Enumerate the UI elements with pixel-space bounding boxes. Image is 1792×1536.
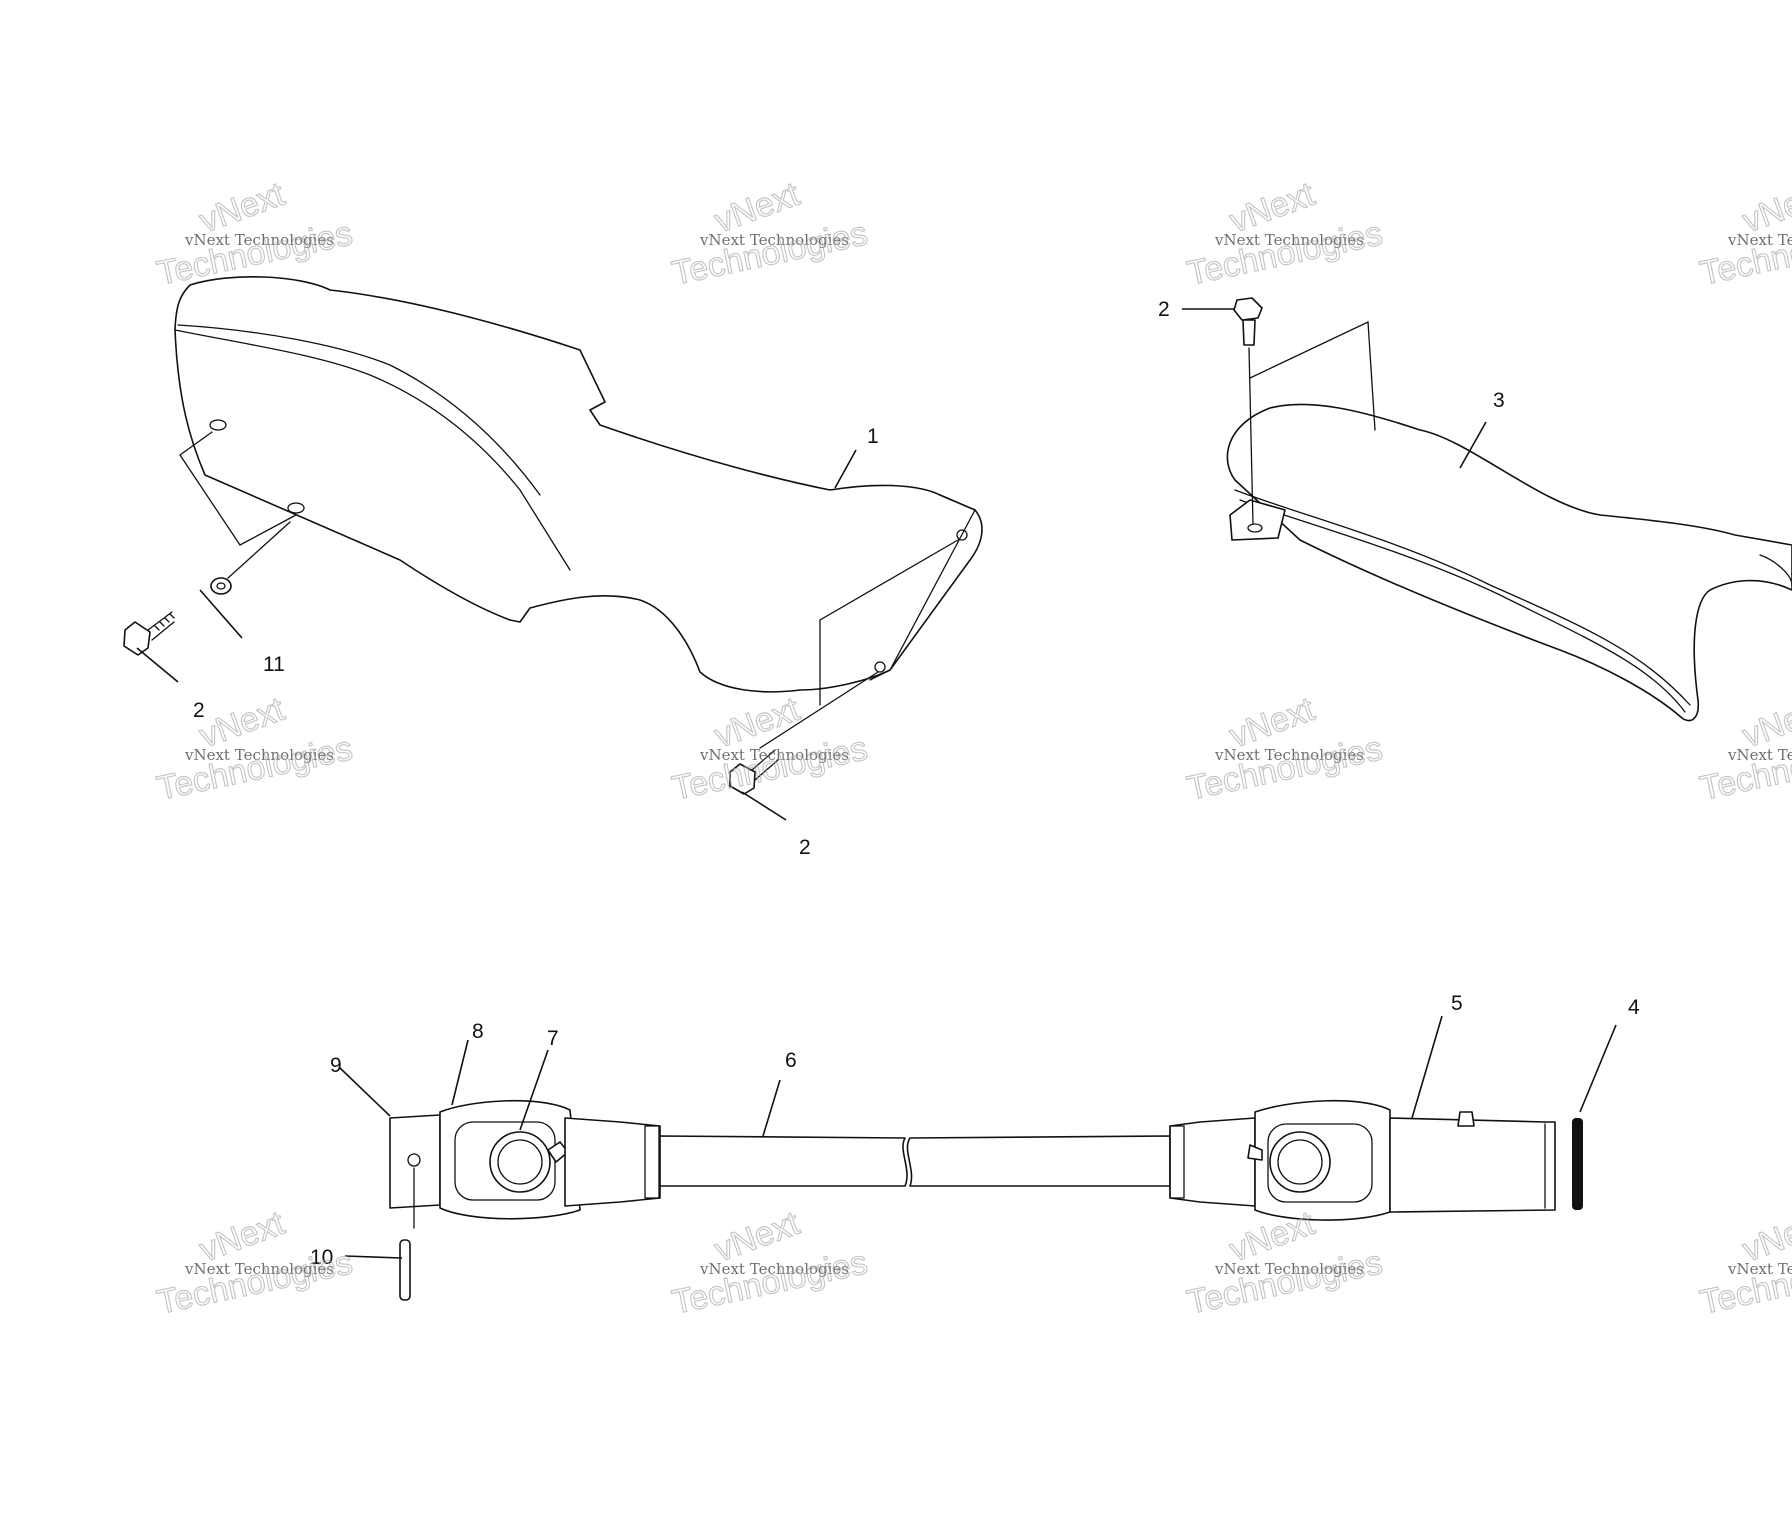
watermark-small: vNext Technologies <box>699 231 849 249</box>
watermark-big-bottom: Technologies <box>154 1243 356 1321</box>
watermark: vNext Technologies vNext Technologies <box>668 1203 871 1322</box>
watermark-small: vNext Technologies <box>1727 1260 1792 1278</box>
callout-9: 9 <box>330 1054 342 1077</box>
callout-10: 10 <box>310 1246 333 1269</box>
watermark-small: vNext Technologies <box>184 746 334 764</box>
callout-1: 1 <box>867 425 879 448</box>
watermark-small: vNext Technologies <box>1214 746 1364 764</box>
watermark: vNext Technologies vNext Technologies <box>1183 1203 1386 1322</box>
screw-right <box>1233 297 1376 525</box>
watermark: vNext Technologies vNext Technologies <box>1183 174 1386 293</box>
screw-left <box>123 611 175 656</box>
watermark-small: vNext Technologies <box>1727 746 1792 764</box>
watermark: vNext Technologies vNext Technologies <box>1696 689 1792 808</box>
watermark: vNext Technologies vNext Technologies <box>668 174 871 293</box>
drive-shaft <box>389 1099 1583 1301</box>
watermark-big-bottom: Technologies <box>1184 1243 1386 1321</box>
watermark-big-bottom: Technologies <box>154 729 356 807</box>
watermark: vNext Technologies vNext Technologies <box>1696 1203 1792 1322</box>
watermark: vNext Technologies vNext Technologies <box>153 174 356 293</box>
callout-4: 4 <box>1628 996 1640 1019</box>
watermark: vNext Technologies vNext Technologies <box>153 689 356 808</box>
callout-2-left: 2 <box>193 699 205 722</box>
callout-2-center: 2 <box>799 836 811 859</box>
part-3-shield <box>1226 403 1792 722</box>
part-1-cover <box>174 276 983 749</box>
callout-6: 6 <box>785 1049 797 1072</box>
leader-lines <box>136 308 1617 1259</box>
callout-3: 3 <box>1493 389 1505 412</box>
callout-11: 11 <box>263 653 285 676</box>
watermark-small: vNext Technologies <box>1727 231 1792 249</box>
washer-11 <box>210 521 291 595</box>
watermark-small: vNext Technologies <box>699 1260 849 1278</box>
watermark-big-bottom: Technologies <box>669 1243 871 1321</box>
callouts: 1 2 11 2 2 3 4 5 6 7 8 9 10 <box>193 298 1640 1269</box>
watermark-small: vNext Technologies <box>1214 231 1364 249</box>
watermark-big-bottom: Technologies <box>1184 729 1386 807</box>
callout-7: 7 <box>547 1027 559 1050</box>
callout-2-right: 2 <box>1158 298 1170 321</box>
screw-center <box>729 749 779 795</box>
watermark-small: vNext Technologies <box>184 231 334 249</box>
callout-5: 5 <box>1451 992 1463 1015</box>
watermark-small: vNext Technologies <box>1214 1260 1364 1278</box>
watermark-big-bottom: Technologies <box>1184 214 1386 292</box>
watermark: vNext Technologies vNext Technologies <box>153 1203 356 1322</box>
watermark: vNext Technologies vNext Technologies <box>668 689 871 808</box>
watermark-small: vNext Technologies <box>184 1260 334 1278</box>
watermark: vNext Technologies vNext Technologies <box>1183 689 1386 808</box>
watermark-small: vNext Technologies <box>699 746 849 764</box>
watermark: vNext Technologies vNext Technologies <box>1696 174 1792 293</box>
watermark-big-bottom: Technologies <box>669 214 871 292</box>
callout-8: 8 <box>472 1020 484 1043</box>
